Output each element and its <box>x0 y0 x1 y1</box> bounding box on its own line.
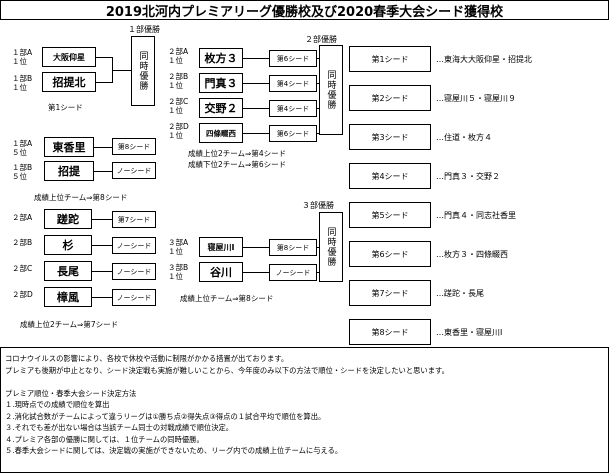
team-shijonawate-nishi: 四條畷西 <box>199 123 243 143</box>
block5-winner-box: 同時優勝 <box>319 212 343 282</box>
block2-seed-b: ノーシード <box>112 162 156 179</box>
note-line: コロナウイルスの影響により、各校で休校や活動に制限がかかる措置が出ております。 <box>5 354 289 363</box>
seed-box: 第4シード <box>349 163 431 189</box>
block3-seed-a: 第7シード <box>112 211 156 228</box>
block4-note1: 成績上位2チーム⇒第4シード <box>188 149 287 158</box>
block3-note: 成績上位2チーム⇒第7シード <box>20 320 119 329</box>
block1-winner-box: 同時優勝 <box>131 36 155 106</box>
seed-result: …住道・枚方４ <box>436 133 492 142</box>
block3-label-c: ２部C <box>12 264 33 273</box>
block5-seed-a: 第8シード <box>269 239 317 256</box>
block3-seed-b: ノーシード <box>112 237 156 254</box>
block5-seed-b: ノーシード <box>269 264 317 281</box>
block4-note2: 成績下位2チーム⇒第6シード <box>188 160 287 169</box>
team-osaka-gyosei: 大阪仰星 <box>42 47 96 67</box>
seed-box: 第8シード <box>349 319 431 345</box>
note-line: ４.プレミア各部の優勝に関しては、１位チームの同時優勝。 <box>5 434 204 444</box>
team-neyagawa-1: 寝屋川Ⅰ <box>199 237 243 257</box>
block3-seed-c: ノーシード <box>112 263 156 280</box>
block3-label-b: ２部B <box>12 238 33 247</box>
block3-seed-d: ノーシード <box>112 289 156 306</box>
note-line: ３.それでも差が出ない場合は当該チーム同士の対戦成績で順位決定。 <box>5 423 234 432</box>
team-nagao: 長尾 <box>44 261 92 281</box>
team-sugi: 杉 <box>44 235 92 255</box>
seed-result: …門真４・同志社香里 <box>436 211 516 220</box>
block4-seed-b: 第4シード <box>269 75 317 92</box>
block3-label-a: ２部A <box>12 213 33 222</box>
notes-panel: コロナウイルスの影響により、各校で休校や活動に制限がかかる措置が出ております。 … <box>0 347 609 473</box>
team-hirakata-3: 枚方３ <box>199 48 243 68</box>
team-kadoma-3: 門真３ <box>199 73 243 93</box>
note-line <box>5 376 604 388</box>
block2-seed-a: 第8シード <box>112 138 156 155</box>
seed-box: 第1シード <box>349 46 431 72</box>
seed-box: 第5シード <box>349 202 431 228</box>
seed-result: …蹉跎・長尾 <box>436 289 484 298</box>
block1-header: １部優勝 <box>128 25 160 34</box>
block1-seed: 第1シード <box>48 103 83 112</box>
block4-seed-d: 第6シード <box>269 125 317 142</box>
team-sada: 蹉跎 <box>44 209 92 229</box>
note-line: ５.春季大会シードに関しては、決定戦の実施ができないため、リーグ内での成績上位チ… <box>5 446 343 455</box>
team-katano-2: 交野２ <box>199 98 243 118</box>
block5-note: 成績上位チーム⇒第8シード <box>180 294 274 303</box>
team-shofu: 樟風 <box>44 287 92 307</box>
seed-box: 第6シード <box>349 241 431 267</box>
block4-seed-a: 第6シード <box>269 50 317 67</box>
page-title: 2019北河内プレミアリーグ優勝校及び2020春季大会シード獲得校 <box>0 0 609 20</box>
block4-seed-c: 第4シード <box>269 100 317 117</box>
block2-note: 成績上位チーム⇒第8シード <box>34 193 128 202</box>
block4-header: ２部優勝 <box>305 35 337 44</box>
team-shodai: 招提 <box>44 161 94 181</box>
block4-winner-box: 同時優勝 <box>319 45 343 135</box>
note-line: プレミア順位・春季大会シード決定方法 <box>5 388 137 398</box>
block5-header: ３部優勝 <box>302 201 334 210</box>
team-higashi-kori: 東香里 <box>44 137 94 157</box>
seed-box: 第3シード <box>349 124 431 150</box>
team-shodai-kita: 招提北 <box>42 72 96 92</box>
seed-result: …枚方３・四條畷西 <box>436 250 508 259</box>
note-line: １.現時点での成績で順位を算出 <box>5 400 110 409</box>
note-line: プレミアも後期が中止となり、シード決定戦も実施が難しいことから、今年度のみ以下の… <box>5 365 449 375</box>
seed-box: 第7シード <box>349 280 431 306</box>
seed-box: 第2シード <box>349 85 431 111</box>
seed-result: …東香里・寝屋川Ⅰ <box>436 328 503 337</box>
seed-result: …東海大大阪仰星・招提北 <box>436 55 532 64</box>
team-tanigawa: 谷川 <box>199 262 243 282</box>
seed-result: …寝屋川５・寝屋川９ <box>436 94 516 103</box>
note-line: ２.消化試合数がチームによって違うリーグは①勝ち点②得失点③得点の１試合平均で順… <box>5 411 326 421</box>
block3-label-d: ２部D <box>12 290 33 299</box>
seed-result: …門真３・交野２ <box>436 172 500 181</box>
